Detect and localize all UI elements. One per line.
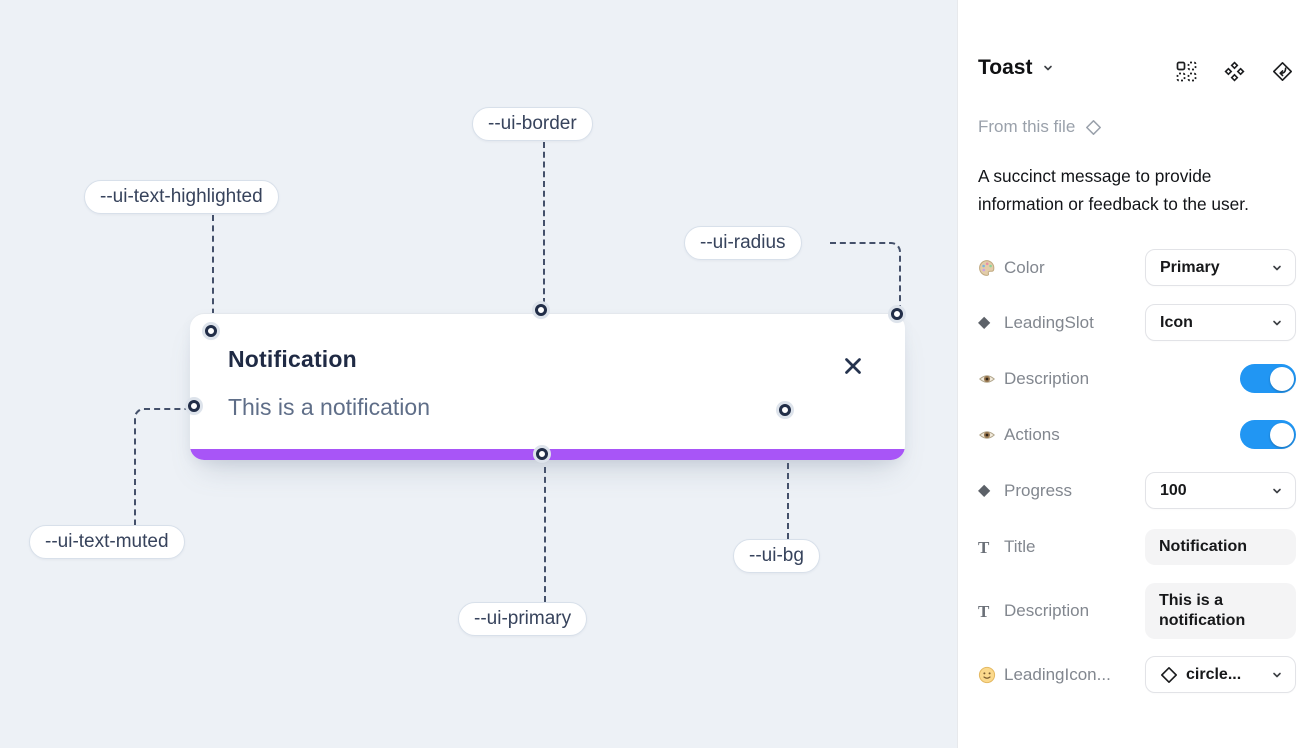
prop-row-progress: ◆ Progress 100 xyxy=(978,472,1296,509)
swap-instance-icon[interactable] xyxy=(1176,61,1197,82)
connector-line-ui-text-highlighted xyxy=(212,215,214,325)
connector-line-ui-bg xyxy=(787,423,789,539)
connector-line-ui-text-muted xyxy=(134,408,188,525)
return-to-component-icon[interactable] xyxy=(1272,61,1293,82)
prop-row-title: T Title Notification xyxy=(978,528,1296,565)
connector-line-ui-radius xyxy=(830,242,901,308)
title-input[interactable]: Notification xyxy=(1145,528,1296,565)
text-icon: T xyxy=(978,601,990,621)
toast-description: This is a notification xyxy=(228,394,430,420)
close-icon[interactable] xyxy=(842,355,864,377)
description-toggle[interactable] xyxy=(1240,364,1296,393)
connector-line-ui-border xyxy=(543,142,545,304)
prop-label-leadingslot: LeadingSlot xyxy=(1004,312,1094,332)
diamond-token-icon xyxy=(1086,119,1102,135)
description-input[interactable]: This is a notification xyxy=(1145,582,1296,639)
chevron-down-icon xyxy=(1273,672,1281,677)
design-canvas[interactable]: Notification This is a notification --ui… xyxy=(0,0,957,748)
annotation-ui-border[interactable]: --ui-border xyxy=(472,107,593,141)
color-select[interactable]: Primary xyxy=(1145,249,1296,286)
chevron-down-icon xyxy=(1044,65,1053,71)
leadingslot-select[interactable]: Icon xyxy=(1145,304,1296,341)
toggle-knob xyxy=(1269,422,1294,447)
annotation-ui-text-highlighted[interactable]: --ui-text-highlighted xyxy=(84,180,279,214)
annotation-ui-bg[interactable]: --ui-bg xyxy=(733,539,820,573)
prop-row-description-toggle: Description xyxy=(978,364,1296,393)
component-icon[interactable] xyxy=(1224,61,1245,82)
annotation-ui-primary[interactable]: --ui-primary xyxy=(458,602,588,636)
leadingicon-select[interactable]: circle... xyxy=(1145,656,1296,693)
smiley-icon xyxy=(978,666,996,684)
actions-toggle[interactable] xyxy=(1240,420,1296,449)
connector-line-ui-primary xyxy=(544,467,546,602)
properties-panel: Toast From this file A succinct mes xyxy=(957,0,1312,748)
chevron-down-icon xyxy=(1273,265,1281,270)
connector-node-ui-radius xyxy=(891,308,903,320)
prop-label-title: Title xyxy=(1004,536,1036,556)
progress-select[interactable]: 100 xyxy=(1145,472,1296,509)
annotation-ui-radius[interactable]: --ui-radius xyxy=(684,226,802,260)
eye-icon xyxy=(978,426,996,444)
connector-node-ui-text-highlighted xyxy=(205,325,217,337)
connector-node-ui-border xyxy=(535,304,547,316)
toast-component[interactable]: Notification This is a notification xyxy=(190,313,905,460)
eye-icon xyxy=(978,370,996,388)
diamond-icon: ◆ xyxy=(978,481,991,499)
connector-node-ui-bg xyxy=(779,404,791,416)
diamond-icon: ◆ xyxy=(978,313,991,331)
toast-title: Notification xyxy=(228,346,357,372)
prop-label-color: Color xyxy=(1004,257,1045,277)
connector-node-ui-text-muted xyxy=(188,400,200,412)
prop-row-actions-toggle: Actions xyxy=(978,420,1296,449)
source-label: From this file xyxy=(978,117,1076,136)
toggle-knob xyxy=(1269,366,1294,391)
prop-row-leadingslot: ◆ LeadingSlot Icon xyxy=(978,304,1296,341)
prop-label-actions-toggle: Actions xyxy=(1004,424,1060,444)
prop-label-description-toggle: Description xyxy=(1004,368,1090,388)
text-icon: T xyxy=(978,537,990,557)
prop-label-progress: Progress xyxy=(1004,480,1073,500)
panel-title: Toast xyxy=(978,56,1033,79)
source-info: From this file xyxy=(978,117,1102,137)
annotation-ui-text-muted[interactable]: --ui-text-muted xyxy=(29,525,185,559)
component-selector[interactable]: Toast xyxy=(978,56,1054,80)
connector-node-ui-primary xyxy=(536,448,548,460)
palette-icon xyxy=(978,259,996,277)
prop-row-leadingicon: LeadingIcon... circle... xyxy=(978,656,1296,693)
component-description: A succinct message to provide informatio… xyxy=(978,166,1249,214)
prop-row-description-text: T Description This is a notification xyxy=(978,582,1296,639)
prop-label-leadingicon: LeadingIcon... xyxy=(1004,664,1111,684)
chevron-down-icon xyxy=(1273,488,1281,493)
diamond-token-icon xyxy=(1161,666,1177,683)
chevron-down-icon xyxy=(1273,320,1281,325)
prop-label-description-text: Description xyxy=(1004,600,1090,620)
prop-row-color: Color Primary xyxy=(978,249,1296,286)
